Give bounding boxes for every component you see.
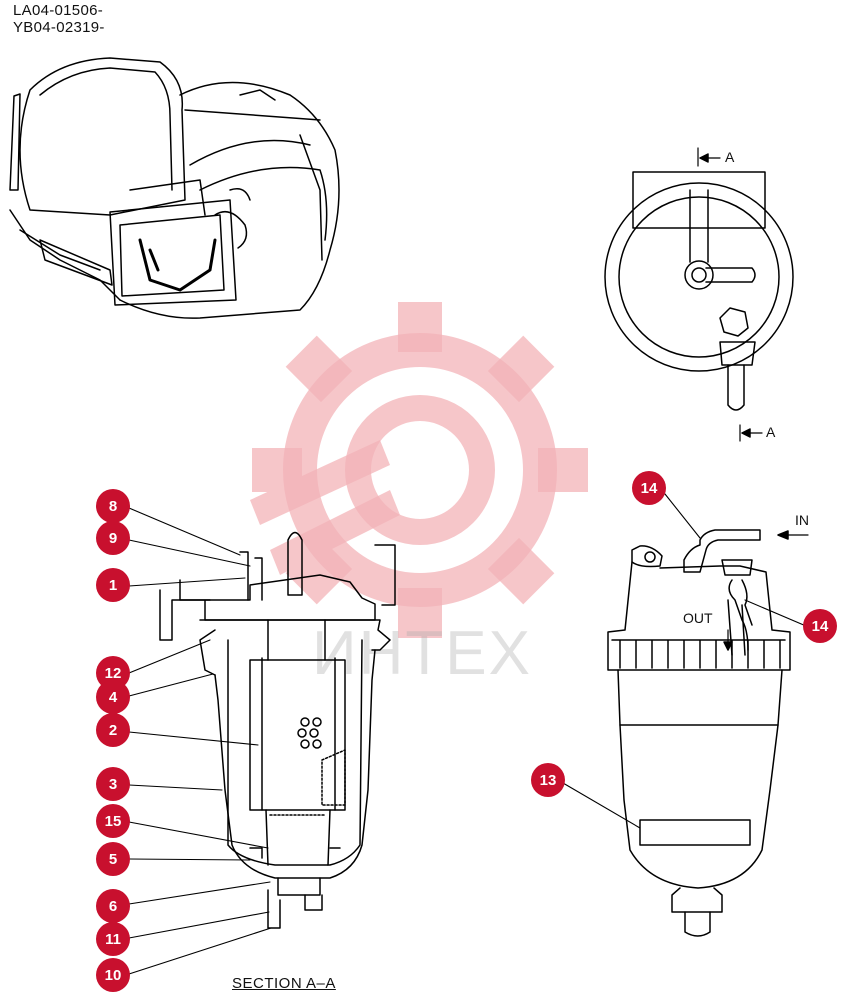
part-callout: 10: [96, 958, 130, 992]
part-callout: 15: [96, 804, 130, 838]
section-a-a-illustration: [159, 531, 396, 929]
part-callout: 3: [96, 767, 130, 801]
part-callout: 5: [96, 842, 130, 876]
part-callout: 8: [96, 489, 130, 523]
section-marker-label: A: [766, 424, 776, 440]
inlet-label: IN: [795, 512, 809, 528]
part-callout: 11: [96, 922, 130, 956]
part-callout: 4: [96, 680, 130, 714]
part-callout: 14: [803, 609, 837, 643]
part-callout: 6: [96, 889, 130, 923]
top-view-illustration: [604, 147, 794, 442]
filter-assembly-illustration: [607, 529, 809, 937]
section-marker-label: A: [725, 149, 735, 165]
part-callout: 1: [96, 568, 130, 602]
outlet-label: OUT: [683, 610, 713, 626]
serial-number-range: YB04-02319-: [13, 19, 105, 36]
part-callout: 9: [96, 521, 130, 555]
part-callout: 2: [96, 713, 130, 747]
serial-number-range: LA04-01506-: [13, 2, 104, 19]
machine-overview-illustration: [9, 57, 340, 319]
leader-lines: [128, 493, 807, 975]
section-title: SECTION A–A: [232, 975, 336, 992]
watermark-text: ИНТЕХ: [312, 619, 532, 688]
part-callout: 14: [632, 471, 666, 505]
part-callout: 13: [531, 763, 565, 797]
